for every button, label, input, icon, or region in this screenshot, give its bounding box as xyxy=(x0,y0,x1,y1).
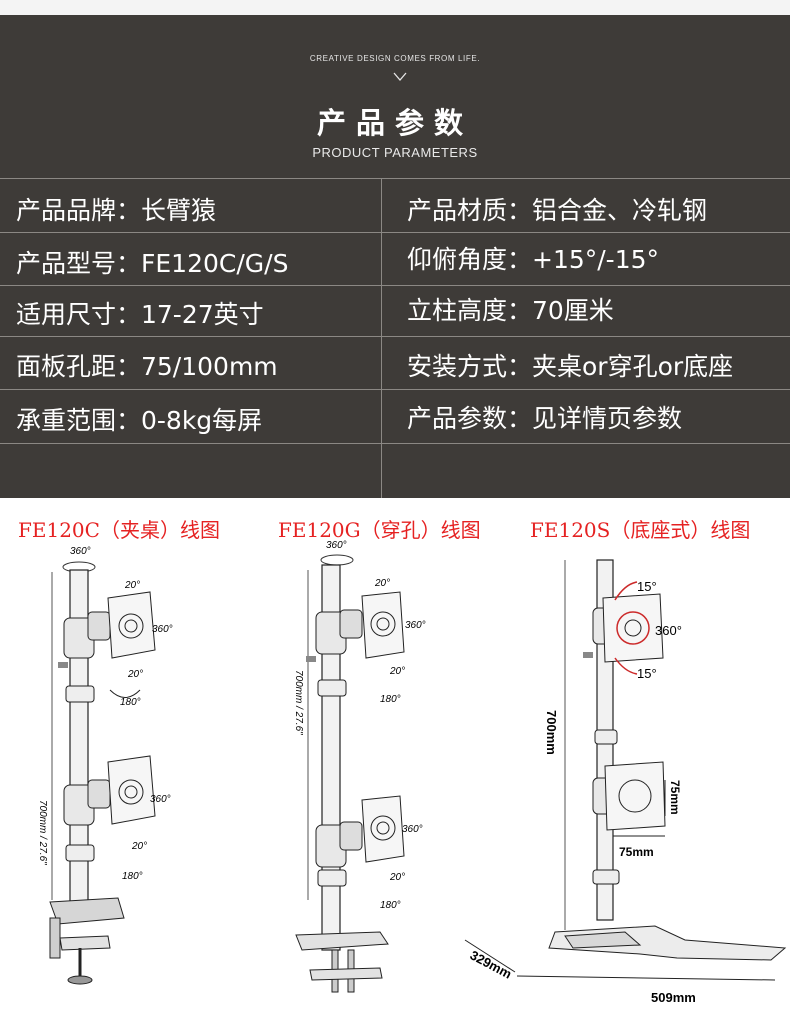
param-size: 适用尺寸：17-27英寸 xyxy=(16,300,264,329)
clamp-jaw xyxy=(59,935,111,951)
clamp-top xyxy=(49,897,125,925)
param-tilt: 仰俯角度：+15°/-15° xyxy=(407,245,660,274)
collar xyxy=(594,729,618,745)
param-load: 承重范围：0-8kg每屏 xyxy=(16,406,263,435)
lower-tilt-label: 15° xyxy=(637,666,657,681)
upper-spin-label: 360° xyxy=(405,620,426,631)
param-material: 产品材质：铝合金、冷轧钢 xyxy=(407,196,708,225)
base-width-label: 509mm xyxy=(651,990,696,1005)
lower-arm xyxy=(339,821,363,851)
tilt-down-arrow-icon xyxy=(614,657,638,675)
table-divider xyxy=(0,443,790,444)
param-brand: 产品品牌：长臂猿 xyxy=(16,196,217,225)
lower-spin-label: 360° xyxy=(402,824,423,835)
upper-pan-label: 180° xyxy=(380,694,401,705)
knob-icon xyxy=(306,656,316,662)
clamp-knob xyxy=(67,975,93,985)
height-label: 700mm / 27.6" xyxy=(293,670,304,735)
table-divider xyxy=(0,389,790,390)
collar xyxy=(65,685,95,703)
lower-spin-label: 360° xyxy=(150,794,171,805)
lower-plate-center xyxy=(118,779,144,805)
knob-icon xyxy=(583,652,593,658)
lower-pan-label: 180° xyxy=(122,871,143,882)
top-strip xyxy=(0,0,790,15)
upper-vesa-plate xyxy=(602,593,664,663)
lower-pan-label: 180° xyxy=(380,900,401,911)
upper-arm xyxy=(339,609,363,639)
caption-fe120c: FE120C（夹桌）线图 xyxy=(18,518,220,542)
upper-vesa-plate xyxy=(361,591,405,659)
param-pole-height: 立柱高度：70厘米 xyxy=(407,296,614,325)
parameters-panel: CREATIVE DESIGN COMES FROM LIFE. 产品参数 PR… xyxy=(0,0,790,498)
grommet-plate xyxy=(309,967,383,981)
knob-icon xyxy=(58,662,68,668)
upper-spin-label: 360° xyxy=(152,624,173,635)
height-label: 700mm / 27.6" xyxy=(37,800,48,865)
collar xyxy=(317,679,347,697)
lower-arm xyxy=(87,779,111,809)
diagram-fe120s: 700mm 15° 360° 15° 75mm 75mm 329mm 509mm xyxy=(464,559,787,1005)
lower-vesa-plate xyxy=(604,761,666,831)
chevron-down-icon xyxy=(393,72,407,81)
upper-tilt-label: 15° xyxy=(637,579,657,594)
caption-fe120s: FE120S（底座式）线图 xyxy=(530,518,751,542)
param-vesa: 面板孔距：75/100mm xyxy=(16,352,278,381)
vesa-vertical-label: 75mm xyxy=(668,780,682,815)
slogan: CREATIVE DESIGN COMES FROM LIFE. xyxy=(309,54,481,63)
spin-label: 360° xyxy=(655,623,682,638)
collar xyxy=(317,869,347,887)
lower-tilt-label: 20° xyxy=(389,872,405,883)
table-divider xyxy=(0,336,790,337)
param-mounting: 安装方式：夹桌or穿孔or底座 xyxy=(407,352,734,381)
table-divider xyxy=(0,178,790,179)
param-model: 产品型号：FE120C/G/S xyxy=(16,249,289,278)
upper-tilt-label: 20° xyxy=(124,580,140,591)
pan-arrow-icon xyxy=(109,689,141,698)
lower-vesa-plate xyxy=(361,795,405,863)
upper-tilt-down-label: 20° xyxy=(389,666,405,677)
table-column-divider xyxy=(381,178,382,498)
upper-arm xyxy=(87,611,111,641)
lower-plate-center xyxy=(618,779,652,813)
section-subtitle: PRODUCT PARAMETERS xyxy=(312,145,478,160)
clamp-body xyxy=(49,917,61,959)
spin-arrow-icon xyxy=(616,611,650,645)
grommet-base xyxy=(295,931,389,951)
height-label: 700mm xyxy=(544,710,559,755)
tilt-up-arrow-icon xyxy=(614,581,638,601)
diagram-fe120c: 360° 700mm / 27.6" 20° 360° 20° 180° 360… xyxy=(37,546,173,985)
lower-vesa-plate xyxy=(107,755,156,825)
caption-fe120g: FE120G（穿孔）线图 xyxy=(278,518,481,542)
collar xyxy=(592,869,620,885)
width-dimension xyxy=(516,975,776,981)
depth-dimension xyxy=(464,939,516,973)
table-divider xyxy=(0,285,790,286)
base-hub xyxy=(564,931,642,949)
param-details: 产品参数：见详情页参数 xyxy=(407,404,683,433)
collar xyxy=(65,844,95,862)
rotate-arrow-icon xyxy=(320,554,354,566)
section-title: 产品参数 xyxy=(316,106,473,140)
upper-tilt-label: 20° xyxy=(374,578,390,589)
rotate-label: 360° xyxy=(326,540,347,551)
table-divider xyxy=(0,232,790,233)
upper-vesa-plate xyxy=(107,591,156,659)
base-depth-label: 329mm xyxy=(468,947,515,981)
upper-tilt-down-label: 20° xyxy=(127,669,143,680)
diagram-fe120g: 360° 700mm / 27.6" 20° 360° 20° 180° 360… xyxy=(293,540,426,993)
upper-plate-center xyxy=(118,613,144,639)
upper-pan-label: 180° xyxy=(120,697,141,708)
rotate-label: 360° xyxy=(70,546,91,557)
lower-tilt-label: 20° xyxy=(131,841,147,852)
vesa-horizontal-label: 75mm xyxy=(619,845,654,859)
